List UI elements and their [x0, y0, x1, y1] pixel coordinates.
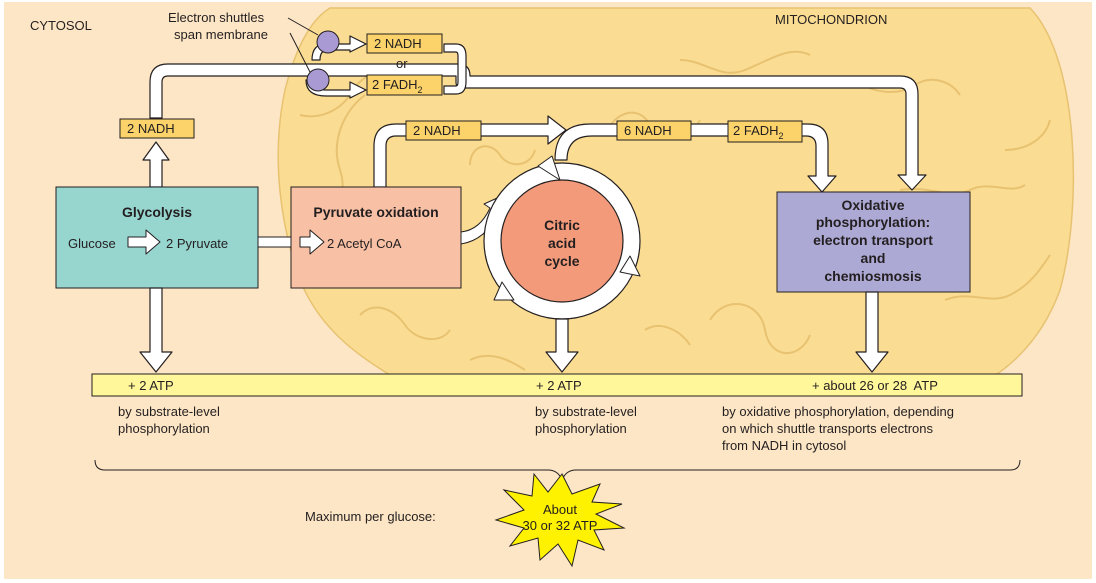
shuttle-fadh-label: 2 FADH2 — [372, 77, 423, 95]
total-line2: 30 or 32 ATP — [523, 518, 598, 533]
oxphos-line5: chemiosmosis — [824, 268, 921, 284]
pyruvate-oxidation-output: 2 Acetyl CoA — [327, 236, 402, 251]
cytosol-label: CYTOSOL — [30, 18, 92, 33]
shuttle-branch-upper — [311, 35, 367, 61]
pyruvate-inner-arrow — [299, 229, 325, 255]
oxphos-line2: phosphorylation: — [816, 214, 930, 230]
total-line1: About — [543, 502, 577, 517]
shuttle-pointer-upper — [287, 17, 319, 36]
atp-starburst — [494, 472, 626, 568]
atp-citric: + 2 ATP — [536, 378, 582, 393]
shuttle-fadh-box — [366, 74, 443, 96]
oxphos-line4: and — [861, 250, 886, 266]
note-citric-line1: by substrate-level — [535, 404, 637, 419]
glycolysis-atp-arrow — [139, 287, 173, 373]
shuttle-merge-arrow — [443, 43, 467, 95]
citric-nadh-box — [616, 120, 692, 141]
glycolysis-output: 2 Pyruvate — [166, 236, 228, 251]
pyruvate-nadh-label: 2 NADH — [413, 123, 461, 138]
citric-cycle-line2: acid — [548, 235, 576, 251]
shuttle-or-label: or — [396, 56, 408, 71]
note-glycolysis-line1: by substrate-level — [118, 404, 220, 419]
note-glycolysis-line2: phosphorylation — [118, 421, 210, 436]
glycolysis-input: Glucose — [68, 236, 116, 251]
citric-nadh-label: 6 NADH — [624, 123, 672, 138]
shuttle-nadh-label: 2 NADH — [374, 36, 422, 51]
pyruvate-oxidation-title: Pyruvate oxidation — [313, 204, 438, 220]
citric-cycle-line1: Citric — [544, 217, 580, 233]
oxphos-line1: Oxidative — [841, 197, 904, 213]
shuttle-label-line2: span membrane — [174, 27, 268, 42]
cristae — [299, 50, 1051, 371]
total-label: Maximum per glucose: — [305, 509, 436, 524]
citric-ring-arrowhead-3 — [493, 281, 515, 301]
citric-atp-arrow — [545, 318, 579, 373]
citric-fadh-subscript: 2 — [779, 131, 784, 141]
note-oxphos-line1: by oxidative phosphorylation, depending — [722, 404, 954, 419]
atp-bar — [91, 373, 1023, 397]
citric-fadh-label: 2 FADH2 — [733, 123, 784, 141]
glycolysis-nadh-arrow — [142, 141, 170, 188]
citric-fadh-box — [727, 120, 803, 143]
glycolysis-inner-arrow — [127, 229, 161, 255]
citric-ring-arrowhead-1 — [537, 155, 561, 181]
shuttle-fadh-subscript: 2 — [418, 85, 423, 95]
atp-oxphos: + about 26 or 28 ATP — [812, 378, 938, 393]
glycolysis-nadh-box — [119, 118, 195, 139]
shuttle-fadh-text: 2 FADH — [372, 77, 418, 92]
citric-ring-arrowhead-2 — [619, 255, 641, 277]
total-brace — [94, 459, 1021, 482]
oxphos-atp-arrow — [855, 291, 889, 373]
note-citric-line2: phosphorylation — [535, 421, 627, 436]
mitochondrion-label: MITOCHONDRION — [775, 12, 887, 27]
note-oxphos-line2: on which shuttle transports electrons — [722, 421, 933, 436]
shuttle-pointer-lower — [289, 32, 311, 73]
oxphos-line3: electron transport — [813, 232, 933, 248]
citric-cycle-core — [500, 179, 624, 303]
shuttle-carrier-lower — [306, 68, 330, 92]
citric-cycle-line3: cycle — [544, 253, 579, 269]
shuttle-carrier-upper — [316, 30, 340, 54]
pyruvate-nadh-box — [405, 120, 482, 141]
atp-glycolysis: + 2 ATP — [128, 378, 174, 393]
shuttle-nadh-box — [366, 33, 443, 54]
note-oxphos-line3: from NADH in cytosol — [722, 438, 846, 453]
glycolysis-title: Glycolysis — [122, 204, 192, 220]
shuttle-label-line1: Electron shuttles — [168, 10, 265, 25]
citric-fadh-text: 2 FADH — [733, 123, 779, 138]
glycolysis-nadh-label: 2 NADH — [127, 121, 175, 136]
